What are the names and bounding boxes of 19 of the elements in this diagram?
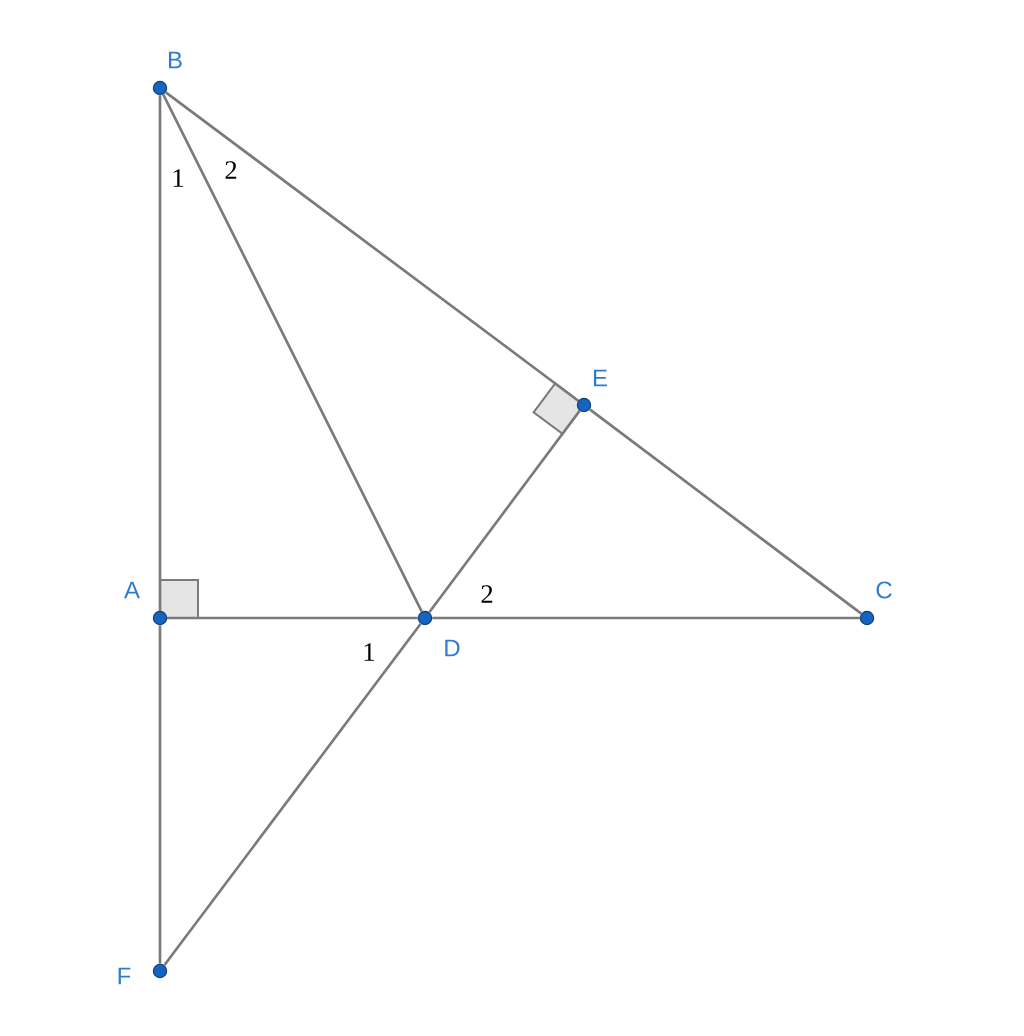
line-segment bbox=[162, 93, 423, 613]
angle-label: 1 bbox=[173, 169, 184, 187]
line-segment bbox=[158, 95, 162, 611]
angle-label: 2 bbox=[225, 161, 237, 179]
point-label: B bbox=[168, 51, 182, 69]
angle-label: 1 bbox=[364, 643, 375, 661]
point-label: D bbox=[445, 639, 460, 657]
point-label: E bbox=[593, 369, 607, 387]
point-label: C bbox=[876, 581, 892, 599]
line-segment bbox=[163, 622, 422, 967]
angle-label: 2 bbox=[481, 585, 493, 603]
line-segment bbox=[588, 408, 863, 615]
line-segment bbox=[167, 616, 418, 620]
line-segment bbox=[428, 410, 581, 614]
line-segment bbox=[432, 616, 860, 620]
line-segment bbox=[158, 625, 162, 964]
point-label: A bbox=[124, 581, 140, 599]
point-label: F bbox=[118, 967, 131, 985]
line-segment bbox=[164, 91, 580, 402]
